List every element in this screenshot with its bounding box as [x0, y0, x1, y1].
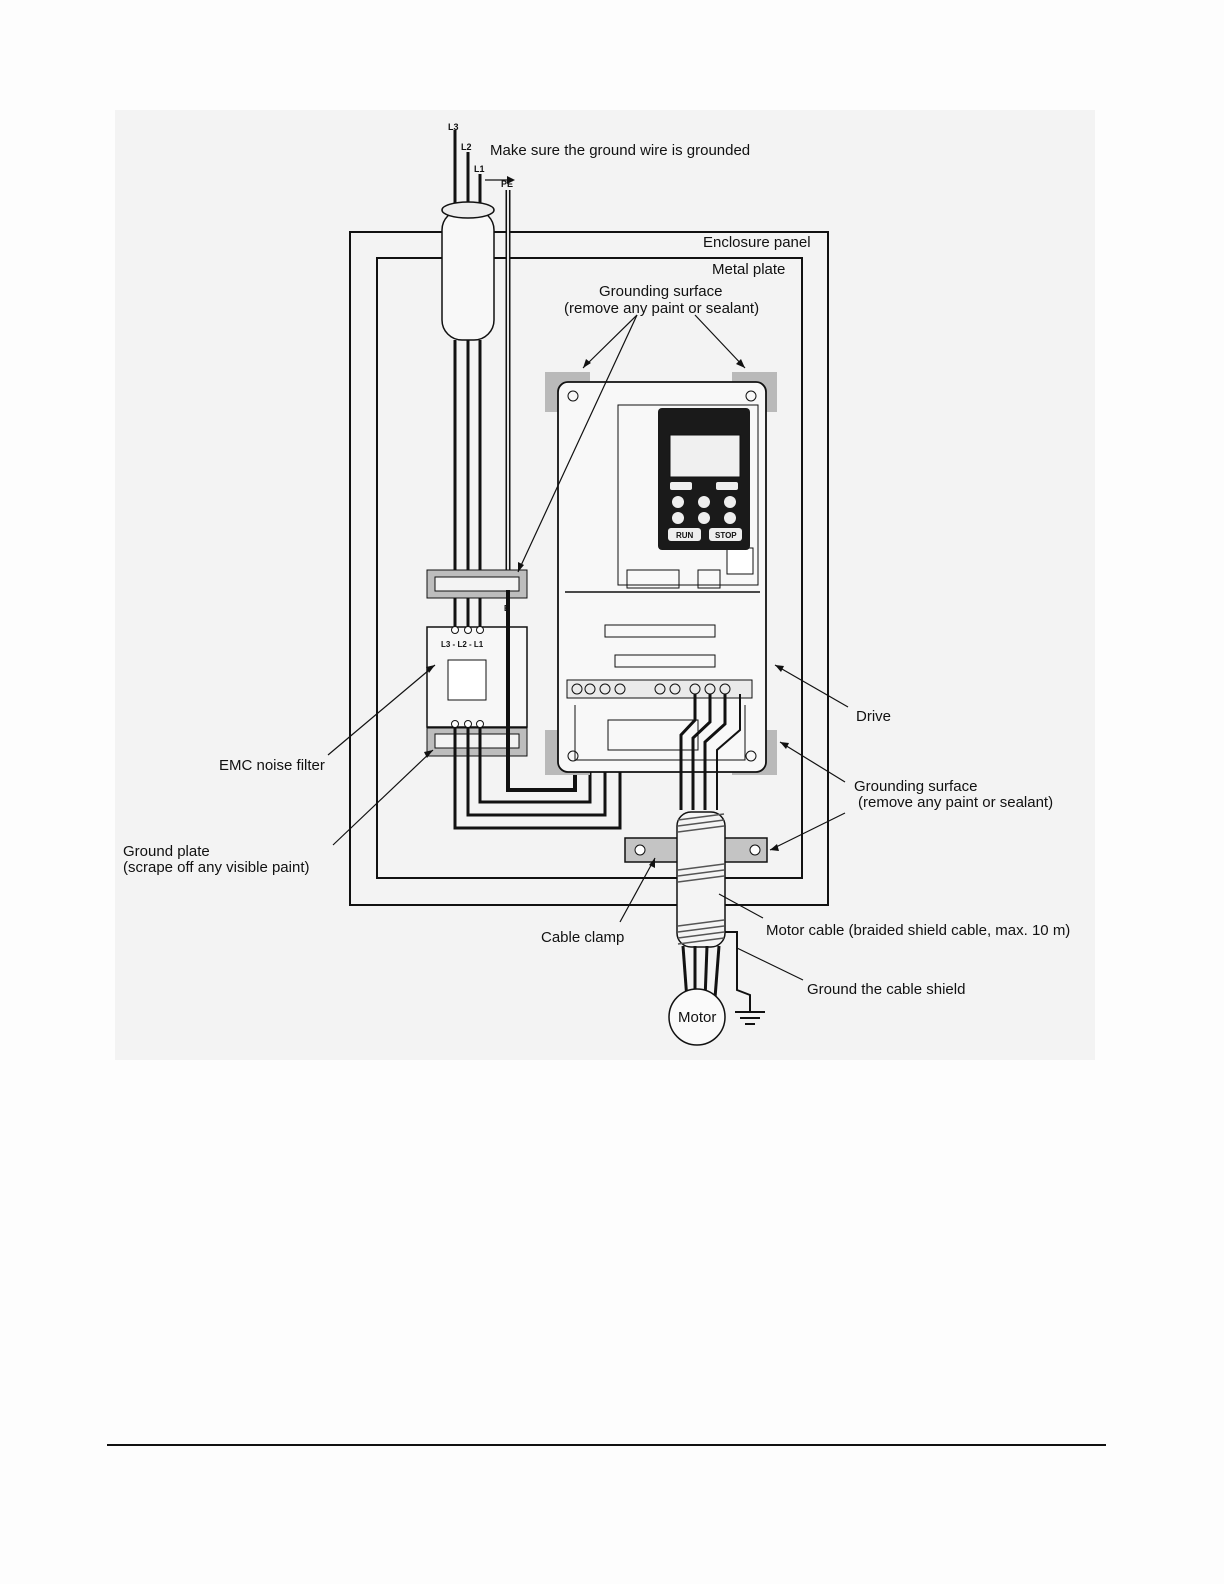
footer-rule	[107, 1444, 1106, 1446]
motor-cable-label: Motor cable (braided shield cable, max. …	[766, 922, 1070, 939]
ground-plate-note: (scrape off any visible paint)	[123, 859, 309, 876]
ground-cable-shield-label: Ground the cable shield	[807, 981, 965, 998]
leader-lines	[327, 179, 849, 981]
grounding-surface-bottom-note: (remove any paint or sealant)	[858, 794, 1053, 811]
ground-plate-label: Ground plate	[123, 843, 210, 860]
metal-plate-label: Metal plate	[712, 261, 785, 278]
motor-label: Motor	[678, 1009, 716, 1026]
ground-wire-callout: Make sure the ground wire is grounded	[490, 142, 750, 159]
wiring-diagram-figure: L3 - L2 - L1 E	[115, 110, 1095, 1060]
metal-plate	[376, 257, 803, 879]
grounding-surface-top-note: (remove any paint or sealant)	[564, 300, 759, 317]
motor-cable	[676, 811, 726, 948]
motor-icon	[668, 988, 726, 1046]
wire-label-l3: L3	[448, 122, 459, 132]
wire-label-l1: L1	[474, 164, 485, 174]
drive-keypad	[658, 408, 750, 550]
grounding-surface-top-label: Grounding surface	[599, 283, 722, 300]
emc-noise-filter	[426, 626, 528, 728]
leader-arrowheads	[424, 176, 789, 868]
drive-terminal-block	[566, 624, 753, 761]
enclosure-panel	[349, 231, 829, 906]
emc-filter-label: EMC noise filter	[219, 757, 325, 774]
ground-symbol-icon	[735, 1010, 765, 1025]
motor-feed-wires	[681, 945, 721, 1001]
wire-label-pe: PE	[501, 179, 513, 189]
input-ferrite-core	[441, 201, 495, 341]
emc-wiring-diagram: L3 - L2 - L1 E	[123, 122, 1070, 1046]
keypad-stop-label: STOP	[715, 531, 737, 540]
wire-label-l2: L2	[461, 142, 472, 152]
motor-output-wires	[679, 694, 741, 810]
drive-label: Drive	[856, 708, 891, 725]
enclosure-panel-label: Enclosure panel	[703, 234, 811, 251]
grounding-surface-bottom-label: Grounding surface	[854, 778, 977, 795]
shield-ground-wire	[725, 931, 751, 1010]
cable-clamp-label: Cable clamp	[541, 929, 624, 946]
filter-terminal-label: L3 - L2 - L1	[441, 640, 484, 649]
keypad-run-label: RUN	[676, 531, 694, 540]
